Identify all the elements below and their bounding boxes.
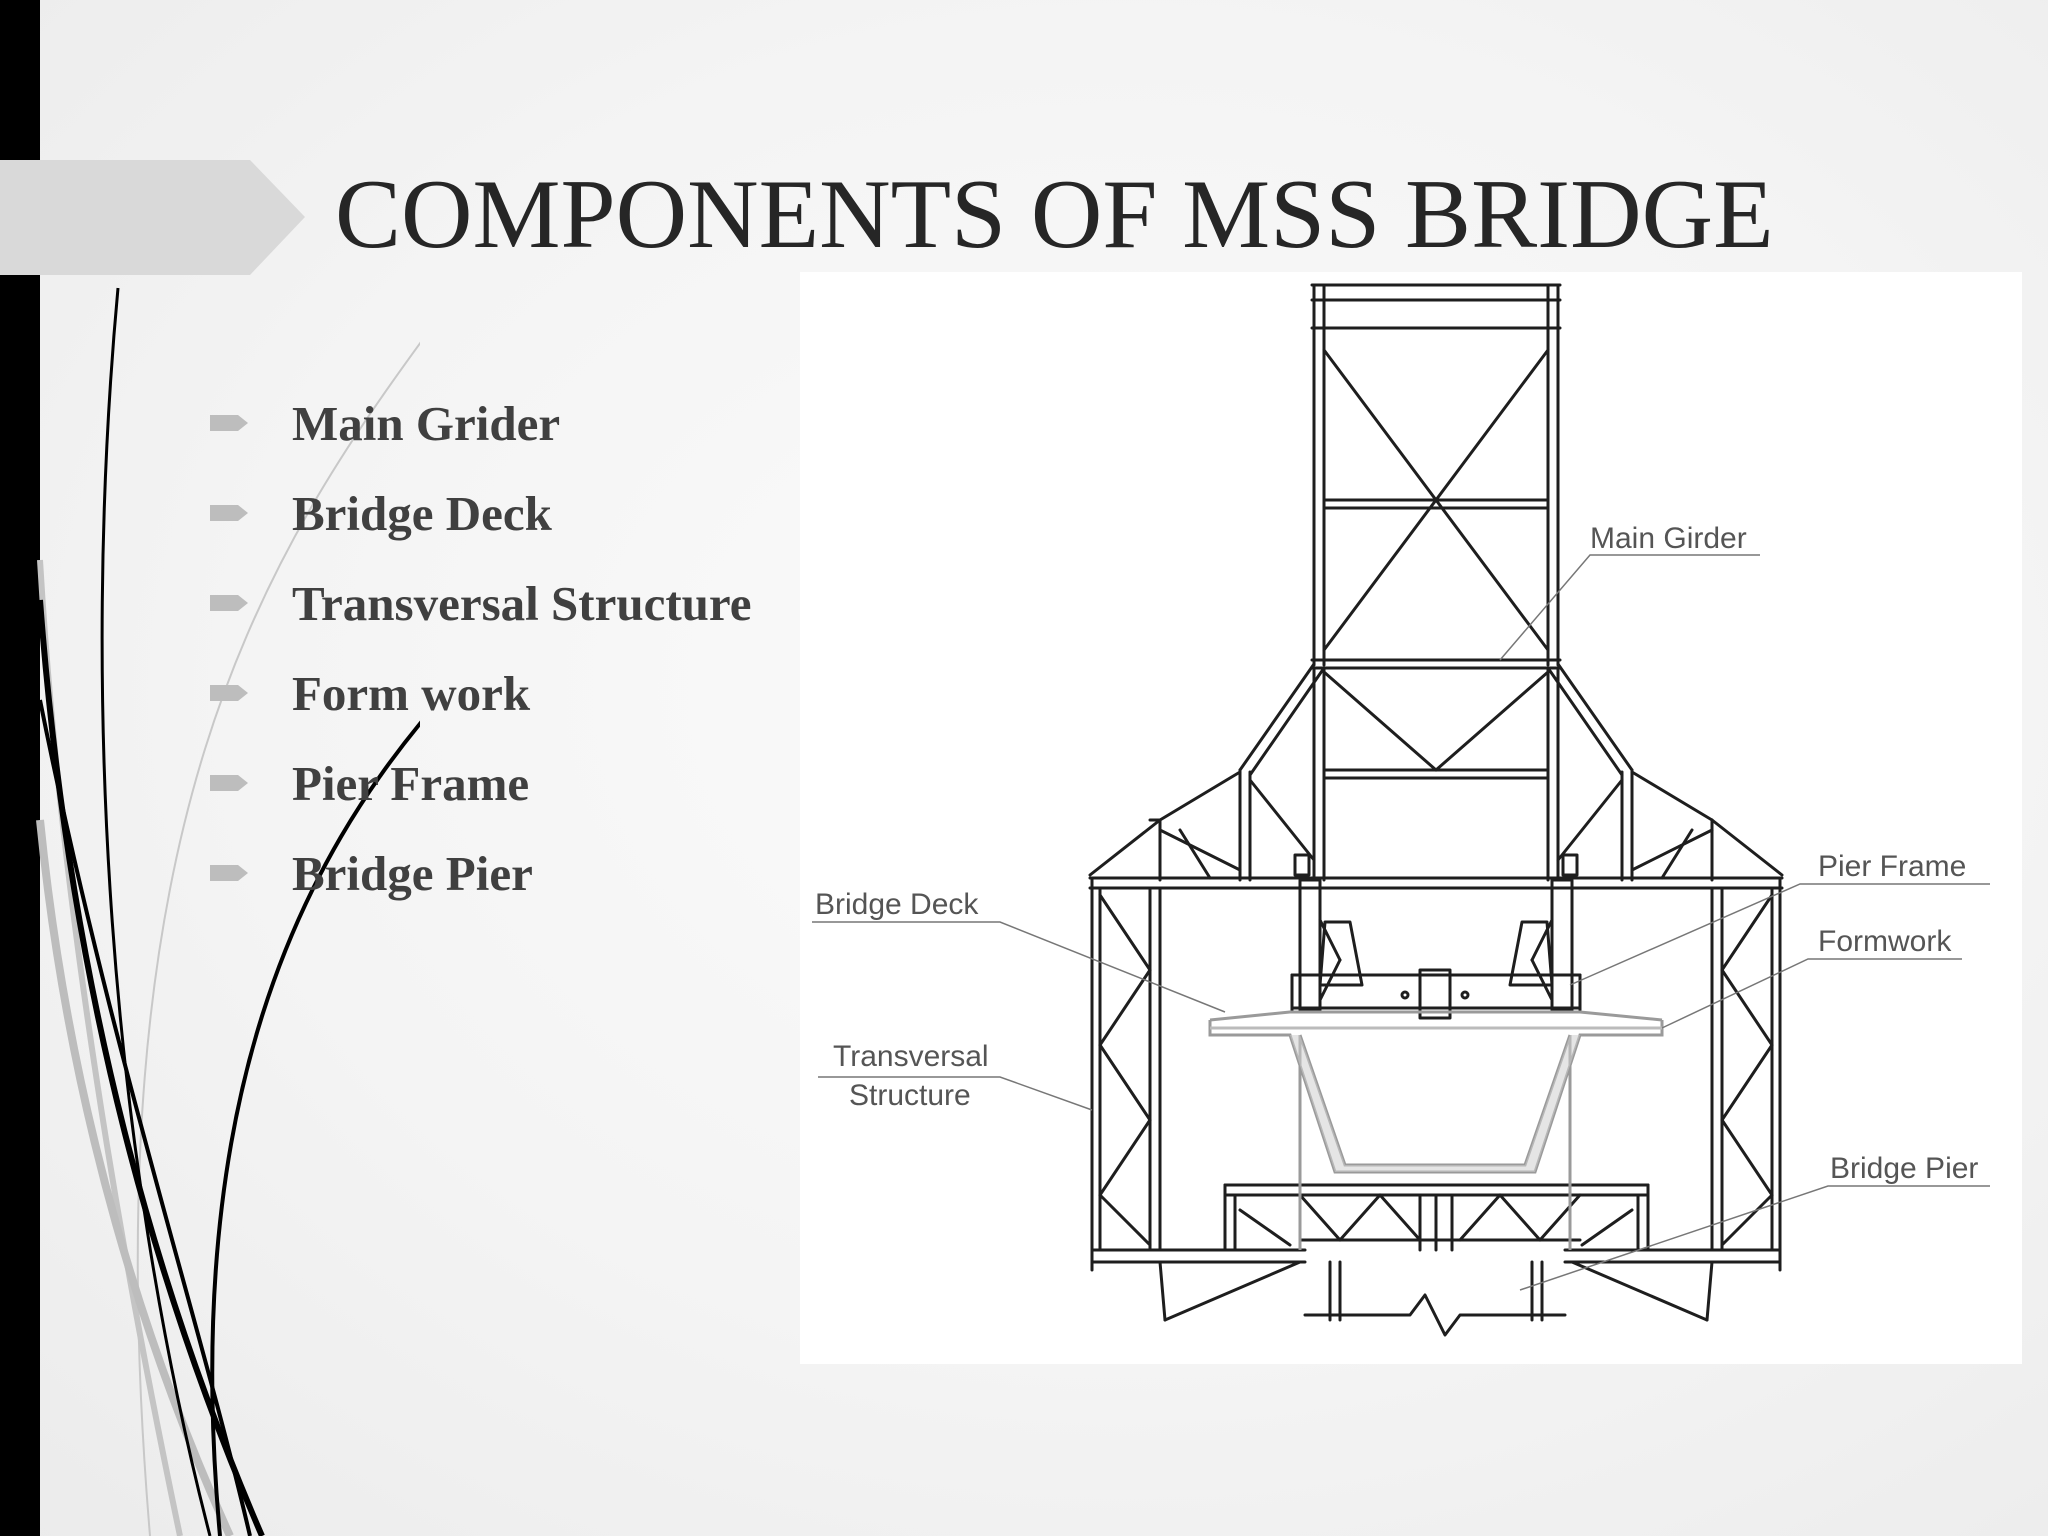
- bullet-list: Main Grider Bridge Deck Transversal Stru…: [210, 378, 752, 918]
- bullet-label: Form work: [292, 665, 531, 721]
- arrow-bullet-icon: [210, 865, 248, 881]
- bullet-item: Bridge Deck: [210, 468, 752, 558]
- diagram-label-bridge-pier: Bridge Pier: [1830, 1152, 1978, 1185]
- arrow-bullet-icon: [210, 775, 248, 791]
- bullet-item: Pier Frame: [210, 738, 752, 828]
- decorative-curves: [36, 287, 420, 1536]
- mss-bridge-diagram: Main Girder Pier Frame Formwork Bridge D…: [800, 272, 2022, 1364]
- title-banner-arrow: [0, 160, 305, 275]
- diagram-label-transversal: Transversal: [833, 1040, 989, 1073]
- bullet-label: Transversal Structure: [292, 575, 752, 631]
- bullet-item: Bridge Pier: [210, 828, 752, 918]
- diagram-label-bridge-deck: Bridge Deck: [815, 888, 979, 921]
- bridge-cross-section-drawing: Main Girder Pier Frame Formwork Bridge D…: [812, 283, 1990, 1337]
- bullet-item: Transversal Structure: [210, 558, 752, 648]
- arrow-bullet-icon: [210, 685, 248, 701]
- bullet-label: Bridge Pier: [292, 845, 533, 901]
- bullet-label: Bridge Deck: [292, 485, 552, 541]
- bullet-label: Main Grider: [292, 395, 561, 451]
- arrow-bullet-icon: [210, 505, 248, 521]
- bullet-item: Form work: [210, 648, 752, 738]
- slide-title: COMPONENTS OF MSS BRIDGE: [335, 160, 1774, 269]
- diagram-label-formwork: Formwork: [1818, 925, 1952, 958]
- diagram-label-pier-frame: Pier Frame: [1818, 850, 1966, 883]
- diagram-label-structure: Structure: [849, 1079, 971, 1112]
- arrow-bullet-icon: [210, 595, 248, 611]
- bullet-label: Pier Frame: [292, 755, 530, 811]
- diagram-label-main-girder: Main Girder: [1590, 522, 1747, 555]
- bullet-item: Main Grider: [210, 378, 752, 468]
- arrow-bullet-icon: [210, 415, 248, 431]
